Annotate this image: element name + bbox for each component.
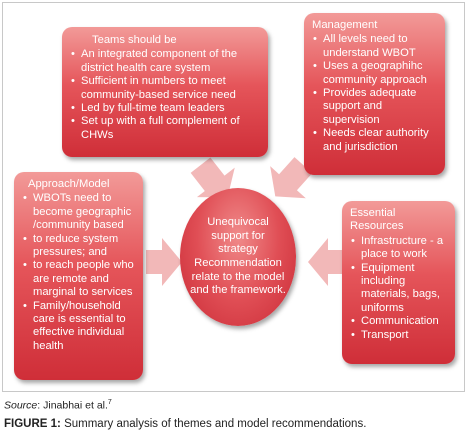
source-sup: 7 bbox=[107, 399, 112, 406]
list-item: Infrastructure - a place to work bbox=[350, 235, 449, 262]
management-list: All levels need to understand WBOT Uses … bbox=[312, 33, 437, 154]
teams-title: Teams should be bbox=[92, 34, 177, 46]
list-item: Led by full-time team leaders bbox=[70, 102, 260, 116]
arrow-teams bbox=[190, 157, 235, 198]
source-label: Source bbox=[4, 399, 38, 412]
list-item: Needs clear authority and jurisdiction bbox=[312, 127, 437, 154]
approach-box: Approach/Model WBOTs need to become geog… bbox=[14, 172, 143, 380]
list-item: Transport bbox=[350, 329, 449, 343]
source-text: : Jinabhai et al. bbox=[37, 399, 108, 412]
list-item: Sufficient in numbers to meet community-… bbox=[70, 75, 260, 102]
central-text: Unequivocal support for strategy Recomme… bbox=[190, 216, 286, 297]
approach-title: Approach/Model bbox=[28, 178, 110, 190]
resources-list: Infrastructure - a place to work Equipme… bbox=[350, 235, 449, 343]
list-item: Uses a geographihc community approach bbox=[312, 60, 437, 87]
central-circle: Unequivocal support for strategy Recomme… bbox=[180, 188, 296, 326]
teams-box: Teams should be An integrated component … bbox=[62, 27, 268, 157]
list-item: to reach people who are remote and margi… bbox=[22, 259, 137, 299]
list-item: to reduce system pressures; and bbox=[22, 233, 137, 260]
source-line: Source: Jinabhai et al.7 bbox=[4, 399, 112, 412]
management-box: Management All levels need to understand… bbox=[304, 13, 445, 175]
list-item: Set up with a full complement of CHWs bbox=[70, 115, 260, 142]
list-item: An integrated component of the district … bbox=[70, 48, 260, 75]
resources-box: Essential Resources Infrastructure - a p… bbox=[342, 201, 455, 364]
caption-text: Summary analysis of themes and model rec… bbox=[60, 418, 367, 430]
arrow-management bbox=[270, 157, 313, 199]
list-item: WBOTs need to become geographic /communi… bbox=[22, 192, 137, 232]
caption-label: FIGURE 1: bbox=[4, 418, 61, 430]
list-item: Communication bbox=[350, 315, 449, 329]
approach-list: WBOTs need to become geographic /communi… bbox=[22, 192, 137, 353]
resources-title: Essential Resources bbox=[350, 207, 404, 233]
arrow-approach bbox=[146, 238, 182, 286]
management-title: Management bbox=[312, 19, 378, 31]
list-item: Provides adequate support and supervisio… bbox=[312, 87, 437, 127]
arrow-resources bbox=[308, 238, 344, 286]
teams-list: An integrated component of the district … bbox=[70, 48, 260, 142]
list-item: Family/household care is essential to ef… bbox=[22, 300, 137, 354]
figure-caption: FIGURE 1: Summary analysis of themes and… bbox=[4, 418, 366, 430]
list-item: All levels need to understand WBOT bbox=[312, 33, 437, 60]
list-item: Equipment including materials, bags, uni… bbox=[350, 262, 449, 316]
